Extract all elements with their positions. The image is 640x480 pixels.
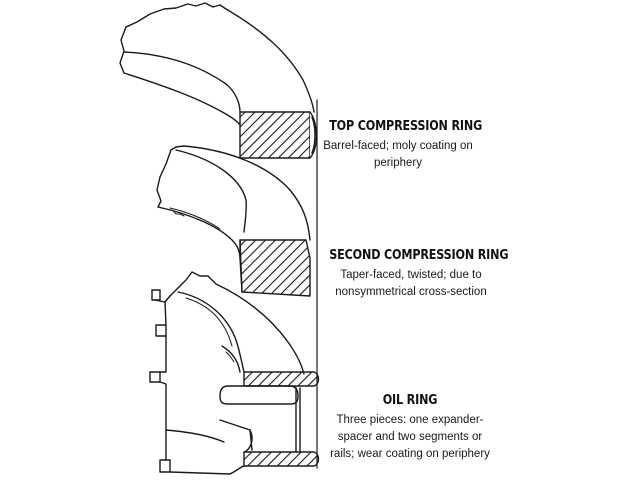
second-ring-title: SECOND COMPRESSION RING xyxy=(329,248,509,263)
oil-ring-description: Three pieces: one expander- spacer and t… xyxy=(330,412,490,463)
top-ring-cross-section xyxy=(239,111,311,159)
top-ring-description: Barrel-faced; moly coating on periphery xyxy=(318,138,478,172)
oil-ring-desc-line-1: Three pieces: one expander- xyxy=(336,414,484,426)
second-ring-description: Taper-faced, twisted; due to nonsymmetri… xyxy=(316,267,506,301)
oil-ring-desc-line-3: rails; wear coating on periphery xyxy=(330,448,490,460)
second-ring-cross-section xyxy=(239,239,311,297)
oil-ring-desc-line-2: spacer and two segments or xyxy=(337,431,483,443)
top-ring-drawing xyxy=(119,2,318,159)
oil-ring-title: OIL RING xyxy=(382,393,438,408)
top-ring-desc-line-1: Barrel-faced; moly coating on xyxy=(323,140,473,152)
top-ring-desc-line-2: periphery xyxy=(374,157,422,169)
oil-ring-drawing xyxy=(149,271,320,475)
oil-ring-top-rail xyxy=(243,371,320,387)
oil-ring-label: OIL RING Three pieces: one expander- spa… xyxy=(330,393,490,463)
top-ring-title: TOP COMPRESSION RING xyxy=(329,119,483,134)
oil-ring-bottom-rail xyxy=(243,451,320,467)
second-ring-label: SECOND COMPRESSION RING Taper-faced, twi… xyxy=(316,248,509,301)
second-ring-drawing xyxy=(156,145,311,297)
second-ring-desc-line-2: nonsymmetrical cross-section xyxy=(335,286,487,298)
top-ring-label: TOP COMPRESSION RING Barrel-faced; moly … xyxy=(318,119,483,172)
second-ring-desc-line-1: Taper-faced, twisted; due to xyxy=(340,269,482,281)
